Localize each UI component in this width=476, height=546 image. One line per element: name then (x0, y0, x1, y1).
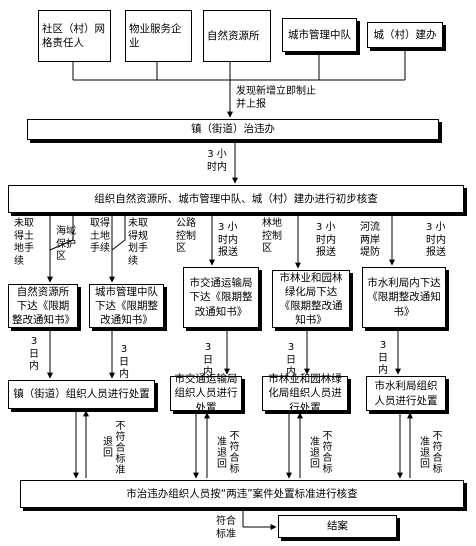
handler-water-bureau: 市水利局组织人员进行处置 (366, 376, 446, 411)
days-label: 3 日 内 (286, 342, 296, 378)
handler-town: 镇（街道）组织人员进行处置 (8, 380, 155, 409)
days-label: 3 日 内 (203, 342, 213, 378)
days-label: 3 日 内 (119, 344, 129, 380)
label-no-land-permit: 未取 得土 地手 续 (14, 218, 34, 267)
pass-label: 符合 标准 (216, 516, 236, 540)
label-has-land-permit: 取得 土地 手续 (90, 218, 110, 254)
report-label: 发现新增立即制止 并上报 (236, 86, 316, 110)
source-property-company: 物业服务企业 (125, 10, 192, 62)
notice-transport-bureau: 市交通运输局下达《限期整改通知书》 (183, 267, 259, 328)
return-label: 不符合标准退回 (417, 430, 442, 474)
return-label: 不符合标准退回 (100, 419, 125, 475)
final-verification: 市治违办组织人员按“两违”案件处置标准进行核查 (20, 480, 464, 508)
label-river-time: 3 小 时内 报送 (426, 222, 446, 258)
handler-transport-bureau: 市交通运输局组织人员进行处置 (170, 373, 242, 414)
notice-urban-management: 城市管理中队下达《限期整改通知书》 (89, 284, 164, 328)
source-community-grid: 社区（村）网格责任人 (38, 10, 111, 62)
return-label: 不符合标准退回 (307, 430, 332, 474)
label-forest-zone: 林地 控制 区 (262, 218, 282, 254)
connector (111, 239, 126, 251)
label-road-zone: 公路 控制 区 (176, 218, 196, 254)
source-village-office: 城（村）建办 (367, 22, 443, 48)
label-river-zone: 河流 两岸 堤防 (360, 222, 380, 258)
label-sea-zone: 海域 保护 区 (56, 226, 76, 262)
handler-forestry-bureau: 市林业和园林绿化局组织人员进行处置 (262, 373, 348, 414)
notice-water-bureau: 市水利局内下达《限期整改通知书》 (362, 267, 446, 328)
source-natural-resources: 自然资源所 (203, 10, 271, 62)
notice-natural-resources: 自然资源所下达《限期整改通知书》 (8, 284, 78, 328)
preliminary-verification: 组织自然资源所、城市管理中队、城（村）建办进行初步核查 (8, 185, 464, 213)
label-forest-time: 3 小 时内 报送 (316, 222, 336, 258)
time-limit-label: 3 小 时内 (207, 149, 227, 173)
days-label: 3 日 内 (29, 336, 39, 372)
label-no-plan-permit: 未取 得规 划手 续 (128, 218, 148, 267)
source-urban-management: 城市管理中队 (282, 18, 357, 52)
case-closed: 结案 (278, 515, 397, 538)
days-label: 3 日 内 (378, 340, 388, 376)
connector (49, 239, 74, 251)
return-label: 不符合标准退回 (214, 430, 239, 474)
notice-forestry-bureau: 市林业和园林绿化局下达《限期整改通知书》 (272, 270, 350, 328)
label-road-time: 3 小 时内 报送 (218, 222, 238, 258)
town-illegal-construction-office: 镇（街道）治违办 (27, 119, 439, 140)
